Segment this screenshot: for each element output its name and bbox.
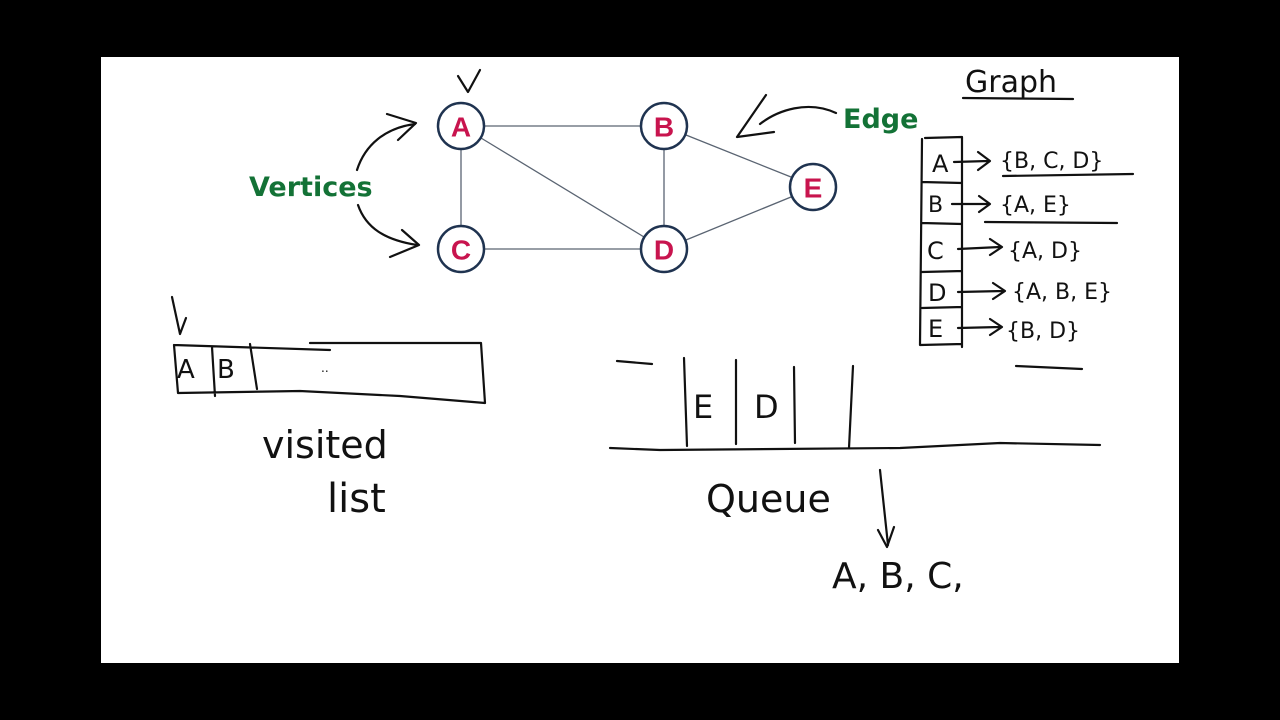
arrow-left-icon [758, 105, 838, 126]
queue-dividers [682, 356, 855, 450]
arrow-right-icon [956, 281, 1007, 301]
edge-arrow [735, 93, 838, 139]
adjacency-row-b: B {A, E} [928, 193, 1119, 225]
queue-top-mark [615, 359, 654, 366]
graph-node-d: D [639, 224, 689, 274]
adjacency-neighbors: {A, E} [1000, 193, 1071, 218]
visited-caption-line2: list [327, 476, 386, 522]
node-label: B [654, 112, 674, 143]
adjacency-neighbors: {B, C, D} [1000, 149, 1103, 174]
node-label: A [451, 112, 471, 143]
edge-a-d [480, 137, 645, 238]
arrowhead-icon [385, 112, 418, 142]
arrow-down-icon [356, 203, 419, 247]
adjacency-vertex: B [928, 193, 943, 218]
whiteboard [101, 57, 1179, 663]
adjacency-neighbors: {A, D} [1008, 239, 1082, 264]
graph-node-e: E [788, 162, 838, 212]
visited-list-box [172, 341, 487, 405]
arrowhead-icon [735, 93, 776, 139]
edge-b-e [685, 134, 792, 178]
scribble-line [1014, 364, 1084, 371]
underline [983, 220, 1119, 225]
checkmark-icon [456, 68, 482, 94]
queue-cell: D [754, 388, 779, 426]
adjacency-neighbors: {A, B, E} [1012, 280, 1112, 305]
checkmark-icon [170, 295, 188, 336]
adjacency-row-a: A {B, C, D} [932, 149, 1135, 178]
graph-edges [460, 125, 792, 250]
adjacency-row-c: C {A, D} [927, 237, 1082, 265]
arrow-right-icon [952, 150, 992, 172]
adjacency-row-e: E {B, D} [928, 315, 1080, 344]
node-label: C [451, 235, 471, 266]
queue-cell: E [693, 388, 713, 426]
arrow-right-icon [956, 317, 1004, 337]
arrow-right-icon [956, 237, 1004, 257]
graph-node-a: A [436, 101, 486, 151]
edge-label: Edge [843, 104, 918, 135]
queue-baseline [608, 441, 1102, 452]
visited-caption: visited [262, 423, 388, 467]
underline [1001, 172, 1135, 178]
adjacency-list: Graph A {B, C, D} B {A, E} C {A, D} D {A… [918, 65, 1135, 371]
node-label: D [654, 235, 674, 266]
arrow-right-icon [950, 194, 992, 214]
graph-node-c: C [436, 224, 486, 274]
adjacency-neighbors: {B, D} [1006, 319, 1080, 344]
vertices-label: Vertices [249, 172, 373, 203]
queue-caption: Queue [706, 477, 831, 521]
arrowhead-icon [388, 228, 421, 259]
arrow-down-icon [876, 468, 896, 549]
adjacency-heading: Graph [965, 65, 1057, 100]
vertices-arrows [355, 112, 421, 259]
graph-node-b: B [639, 101, 689, 151]
arrow-up-icon [355, 122, 417, 172]
visited-list: A B .. visited list [170, 295, 487, 522]
visited-ellipsis: .. [321, 361, 329, 375]
adjacency-vertex: E [928, 315, 943, 343]
visited-cell: A [177, 355, 195, 385]
visited-cell: B [217, 355, 235, 385]
queue-output: A, B, C, [832, 556, 964, 597]
adjacency-vertex: D [928, 279, 946, 307]
adjacency-vertex: A [932, 150, 949, 178]
queue: E D Queue A, B, C, [608, 356, 1102, 597]
adjacency-table-border [918, 135, 964, 349]
adjacency-vertex: C [927, 237, 944, 265]
node-label: E [804, 173, 823, 204]
heading-underline [961, 96, 1075, 101]
edge-d-e [685, 196, 792, 241]
adjacency-row-d: D {A, B, E} [928, 279, 1112, 307]
